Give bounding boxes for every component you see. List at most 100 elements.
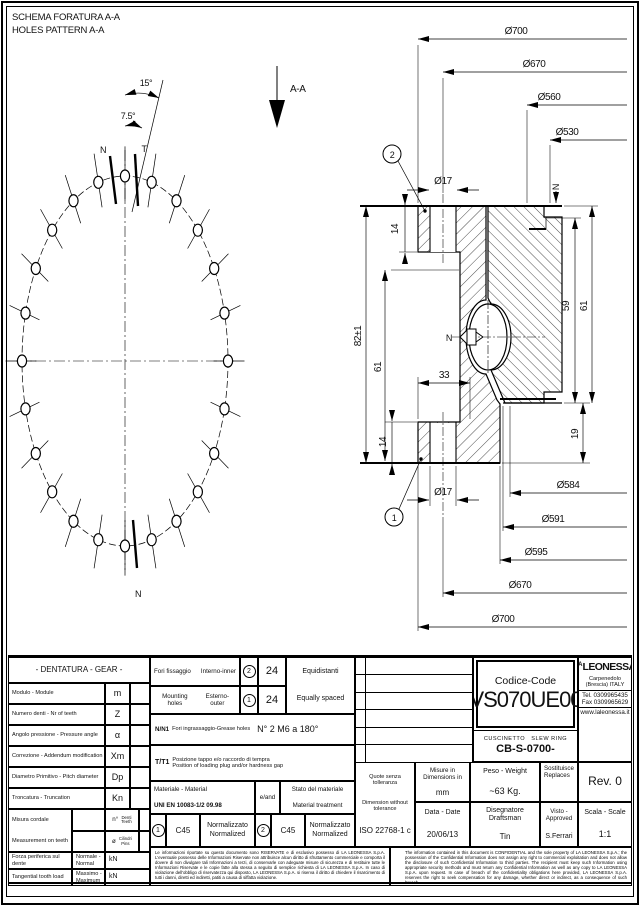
holes-row2-count: 24 [258, 686, 286, 714]
bolt-hole [192, 485, 204, 499]
dim-d670-bottom: Ø670 [509, 580, 533, 591]
revision-row [355, 657, 473, 675]
bolt-hole [30, 261, 41, 276]
gear-row-pressure-value [130, 725, 150, 746]
gear-table-header: - DENTATURA - GEAR - [8, 657, 150, 683]
dim-h14-bottom: 14 [378, 436, 389, 447]
mat2-balloon: 2 [255, 814, 271, 847]
bolt-hole [20, 306, 31, 320]
dim-d591: Ø591 [542, 514, 566, 525]
bolt-hole [192, 223, 204, 237]
angle-75-label: 7.5° [121, 111, 136, 121]
bolt-hole [93, 175, 104, 189]
rev-cell: Rev. 0 [578, 762, 632, 802]
mat1-code: C45 [166, 814, 200, 847]
balloon-callouts: 2 1 [382, 144, 427, 527]
code-box-outer: Codice-Code VS070UE00 [473, 657, 578, 731]
revision-row [355, 709, 473, 728]
code-label: Codice-Code [494, 675, 557, 688]
label-t: T [141, 144, 147, 154]
balloon-2: 2 [390, 150, 395, 160]
dim-h82: 82±1 [353, 325, 364, 346]
plug-mark-t [133, 153, 140, 207]
gear-cordale-value-2 [72, 831, 105, 852]
bolt-hole [222, 354, 234, 368]
gear-pins-value [139, 831, 150, 852]
gear-row-pitch-label: Diametro Primitivo - Pitch diameter [8, 767, 105, 788]
dim-d560: Ø560 [538, 92, 562, 103]
bolt-hole [68, 194, 79, 208]
balloon-1: 1 [392, 513, 397, 523]
dim-d17-top: Ø17 [434, 176, 453, 187]
gear-load2-unit: kN [105, 869, 150, 886]
holes-row2-balloon: 1 [240, 686, 258, 714]
revision-row [355, 744, 473, 763]
title-block: - DENTATURA - GEAR - Modulo - Module m N… [8, 655, 632, 886]
bolt-hole [209, 261, 220, 276]
grease-n-top-label: N [551, 184, 561, 190]
drawing-view: SCHEMA FORATURA A-A HOLES PATTERN A-A 15… [5, 12, 627, 631]
gear-row-module-label: Modulo - Module [8, 683, 105, 704]
gear-cordale-value-1 [72, 809, 105, 831]
dim-d670-top: Ø670 [523, 59, 547, 70]
code-value: VS070UE00 [473, 687, 578, 713]
section-view: N N [360, 184, 563, 464]
product-code: CB-S-0700- [496, 742, 555, 755]
dim-d17-bottom: Ø17 [434, 487, 453, 498]
gear-row-teeth-value [130, 704, 150, 725]
dim-h19: 19 [570, 428, 581, 439]
brand-website[interactable]: www.laleonessa.it [580, 709, 630, 717]
bolt-hole [171, 514, 182, 528]
revision-row [355, 692, 473, 710]
gear-load2-qual: Massimo - Maximum [72, 869, 105, 886]
dim-d584: Ø584 [557, 480, 581, 491]
gear-row-correction-label: Correzione - Addendum modification [8, 746, 105, 767]
legal-text-italian: Le informazioni riportate su questo docu… [150, 847, 390, 886]
bolt-holes [5, 146, 245, 576]
code-box: Codice-Code VS070UE00 [473, 660, 578, 728]
bolt-hole [146, 175, 157, 189]
dimension-labels: Ø700 Ø670 Ø560 Ø530 Ø17 Ø17 Ø584 Ø591 Ø5… [353, 26, 590, 625]
dim-h61-right: 61 [579, 300, 590, 311]
gear-load2-label: Tangential tooth load [8, 869, 72, 886]
angle-15-label: 15° [140, 78, 153, 88]
bolt-hole [119, 539, 131, 553]
bolt-hole [171, 194, 182, 208]
gear-row-teeth-symbol: Z [105, 704, 130, 725]
dim-d700-bottom: Ø700 [492, 614, 516, 625]
grease-hole-mark-n-bottom [131, 519, 139, 569]
revision-row [355, 727, 473, 745]
gear-row-pressure-symbol: α [105, 725, 130, 746]
extension-lines [385, 45, 598, 631]
dim-h59: 59 [561, 300, 572, 311]
bolt-hole [16, 354, 28, 368]
bolt-hole [46, 485, 58, 499]
gear-row-correction-value [130, 746, 150, 767]
mat1-balloon: 1 [150, 814, 166, 847]
revision-subcolumn-line [365, 657, 366, 762]
gear-row-truncation-symbol: Kn [105, 788, 130, 809]
dim-h61-left: 61 [373, 361, 384, 372]
mat2-code: C45 [271, 814, 305, 847]
bolt-hole [30, 446, 41, 461]
nipple-n-label: N [446, 333, 452, 343]
bolt-hole [146, 533, 157, 547]
material-and-cell: e/and [255, 781, 280, 814]
grease-holes-row: N/N1 Fori ingrassaggio-Grease holes N° 2… [150, 714, 355, 745]
bolt-hole [93, 533, 104, 547]
gear-row-teeth-label: Numero denti - Nr of teeth [8, 704, 105, 725]
dim-w33: 33 [439, 370, 450, 381]
grease-nipple-icon [459, 328, 484, 346]
